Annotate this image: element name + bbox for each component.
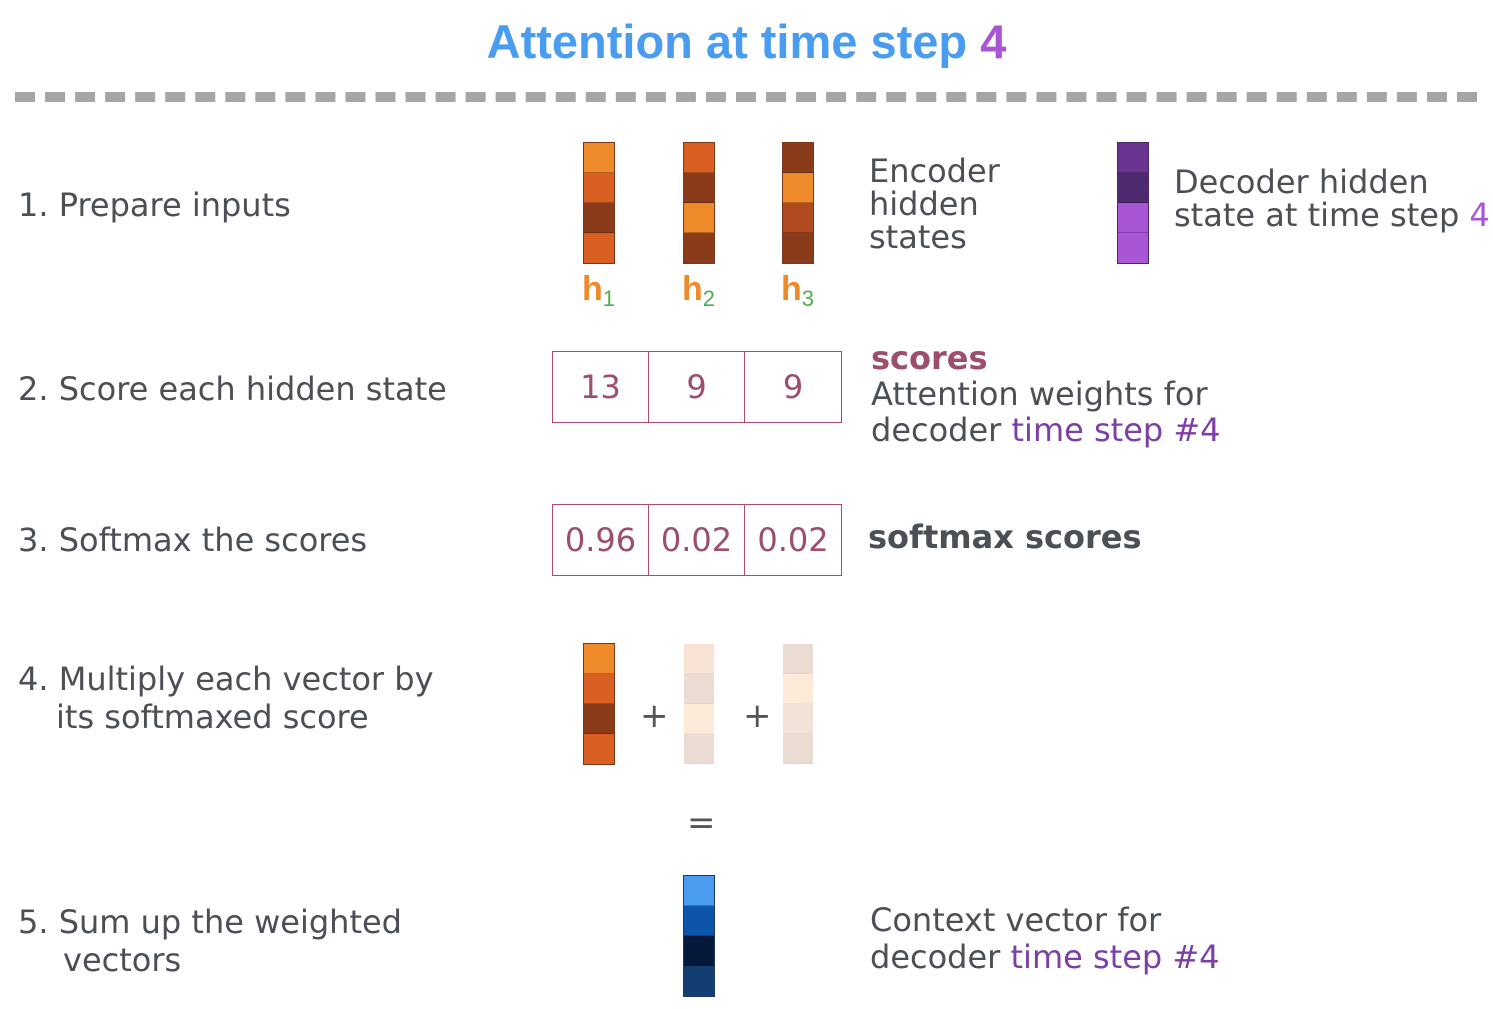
step-5-line-1: 5. Sum up the weighted [18, 903, 402, 941]
vector-cell [584, 674, 614, 704]
softmax-cell: 0.96 [553, 505, 649, 575]
vector-cell [584, 644, 614, 674]
equals-sign: = [687, 803, 716, 843]
vector-cell [584, 203, 614, 233]
vector-cell [1118, 173, 1148, 203]
step-2-text: 2. Score each hidden state [18, 370, 447, 408]
vector-cell [783, 674, 813, 704]
vector-cell [684, 936, 714, 966]
weighted-vector-2 [683, 643, 715, 765]
vector-cell [684, 644, 714, 674]
encoder-hidden-state-h1 [583, 142, 615, 264]
context-label-line-1: Context vector for [870, 901, 1162, 939]
score-cell: 13 [553, 352, 649, 422]
encoder-hidden-state-h3 [782, 142, 814, 264]
step-4-label: 4. Multiply each vector by its softmaxed… [18, 660, 434, 736]
vector-cell [684, 233, 714, 263]
encoder-label: Encoder hidden states [869, 155, 1000, 254]
decoder-label-line-2: state at time step 4 [1174, 196, 1490, 234]
vector-cell [684, 674, 714, 704]
vector-cell [684, 143, 714, 173]
decoder-hidden-state [1117, 142, 1149, 264]
vector-cell [684, 906, 714, 936]
vector-cell [684, 876, 714, 906]
vector-cell [684, 704, 714, 734]
vector-cell [783, 203, 813, 233]
h3-label: h3 [781, 270, 815, 311]
decoder-label: Decoder hidden state at time step 4 [1174, 166, 1490, 232]
h1-label: h1 [582, 270, 616, 311]
step-4-line-2: its softmaxed score [56, 698, 369, 736]
title-step-number: 4 [980, 15, 1007, 68]
vector-cell [684, 734, 714, 764]
score-cell: 9 [649, 352, 745, 422]
score-cell: 9 [782, 368, 804, 406]
softmax-cell: 0.02 [649, 505, 745, 575]
context-vector [683, 875, 715, 997]
scores-heading: scores [871, 339, 988, 377]
step-5-line-2: vectors [63, 941, 182, 979]
softmax-cell: 0.02 [757, 521, 829, 559]
step-1-label: 1. Prepare inputs [18, 186, 291, 224]
step-5-label: 5. Sum up the weighted vectors [18, 903, 402, 979]
softmax-box: 0.96 0.02 0.02 [552, 504, 842, 576]
plus-sign: + [743, 696, 772, 736]
step-3-label: 3. Softmax the scores [18, 521, 367, 559]
plus-sign: + [640, 696, 669, 736]
encoder-label-line-1: Encoder [869, 152, 1000, 190]
step-1-text: 1. Prepare inputs [18, 186, 291, 224]
step-2-label: 2. Score each hidden state [18, 370, 447, 408]
scores-desc-line-1: Attention weights for [871, 375, 1208, 413]
vector-cell [1118, 203, 1148, 233]
vector-cell [783, 734, 813, 764]
vector-cell [684, 966, 714, 996]
scores-label: scores Attention weights for decoder tim… [871, 340, 1221, 448]
vector-cell [684, 203, 714, 233]
vector-cell [783, 644, 813, 674]
weighted-vector-1 [583, 643, 615, 765]
encoder-label-line-2: hidden [869, 185, 979, 223]
page-title: Attention at time step 4 [0, 14, 1493, 69]
vector-cell [783, 173, 813, 203]
decoder-label-line-1: Decoder hidden [1174, 163, 1429, 201]
vector-cell [1118, 143, 1148, 173]
encoder-hidden-state-h2 [683, 142, 715, 264]
vector-cell [584, 173, 614, 203]
vector-cell [584, 143, 614, 173]
dashed-divider [15, 92, 1477, 102]
encoder-label-line-3: states [869, 218, 967, 256]
vector-cell [783, 704, 813, 734]
step-4-line-1: 4. Multiply each vector by [18, 660, 434, 698]
title-text: Attention at time step [486, 15, 981, 68]
vector-cell [783, 143, 813, 173]
vector-cell [1118, 233, 1148, 263]
vector-cell [584, 704, 614, 734]
softmax-label: softmax scores [868, 518, 1142, 556]
h2-label: h2 [682, 270, 716, 311]
step-3-text: 3. Softmax the scores [18, 521, 368, 559]
context-label: Context vector for decoder time step #4 [870, 902, 1220, 976]
weighted-vector-3 [782, 643, 814, 765]
context-label-line-2: decoder time step #4 [870, 938, 1220, 976]
scores-desc-line-2: decoder time step #4 [871, 411, 1221, 449]
vector-cell [584, 734, 614, 764]
vector-cell [584, 233, 614, 263]
vector-cell [684, 173, 714, 203]
scores-box: 13 9 9 [552, 351, 842, 423]
vector-cell [783, 233, 813, 263]
